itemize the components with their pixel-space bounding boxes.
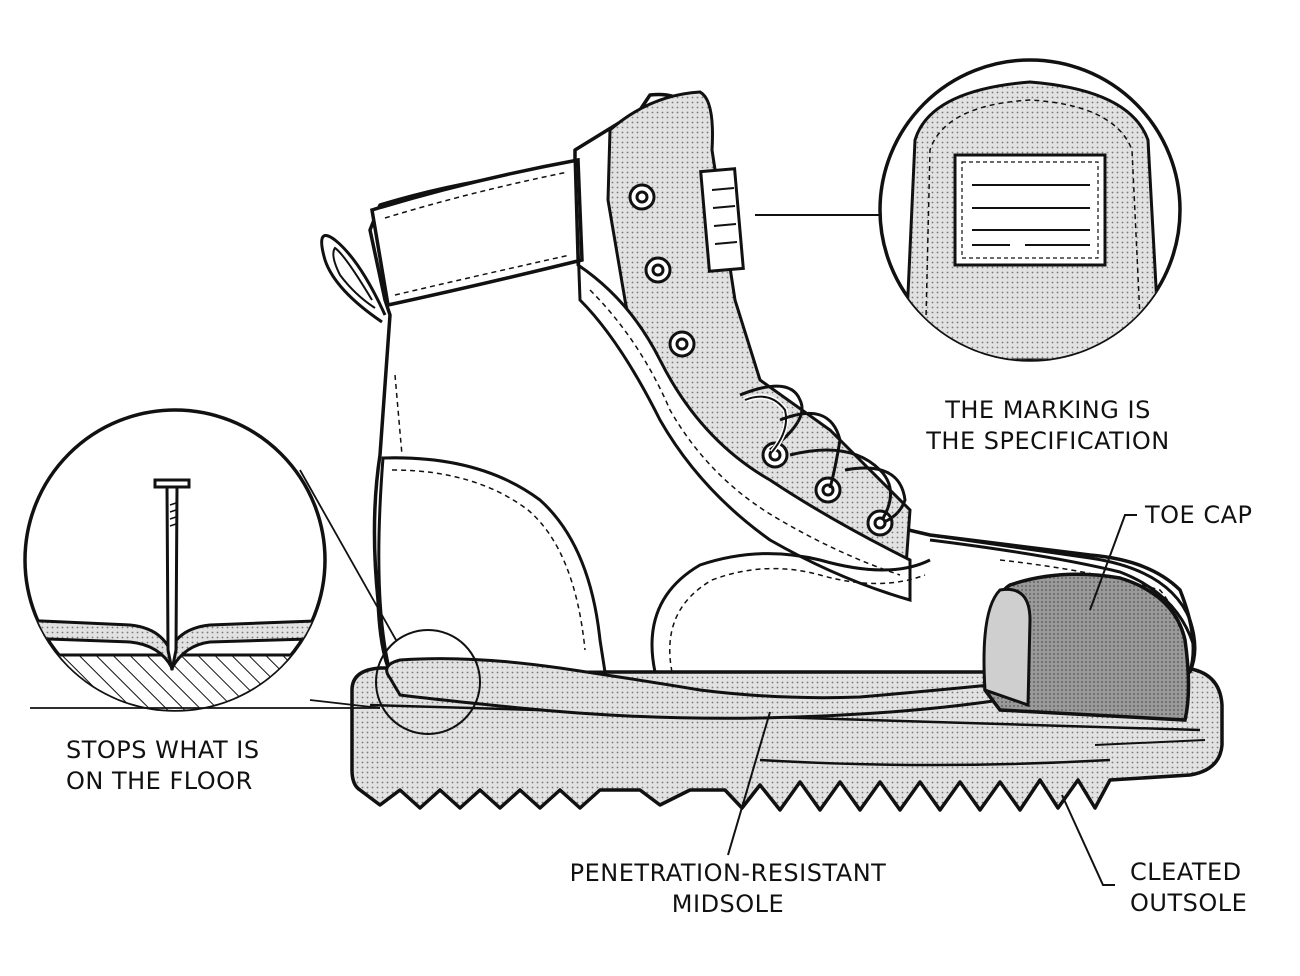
penetration-resistant-midsole: [385, 657, 1003, 720]
label-toe-cap-line1: TOE CAP: [1145, 501, 1253, 529]
label-floor-line1: STOPS WHAT IS: [66, 736, 260, 764]
heel-focus-ring: [30, 469, 481, 735]
label-outsole-line1: CLEATED: [1130, 858, 1242, 886]
label-floor: STOPS WHAT IS ON THE FLOOR: [66, 735, 260, 797]
nail-detail-circle: [23, 408, 327, 712]
label-midsole: PENETRATION-RESISTANT MIDSOLE: [548, 858, 908, 920]
toe-cap: [929, 538, 1197, 722]
label-outsole-line2: OUTSOLE: [1130, 889, 1248, 917]
label-toe-cap: TOE CAP: [1145, 500, 1253, 531]
label-midsole-line1: PENETRATION-RESISTANT: [569, 859, 887, 887]
tag-icon: [699, 167, 745, 273]
label-marking-line2: THE SPECIFICATION: [926, 427, 1170, 455]
eyelets: [628, 183, 894, 537]
label-marking-line1: THE MARKING IS: [945, 396, 1151, 424]
leader-lines: [727, 514, 1137, 886]
label-marking: THE MARKING IS THE SPECIFICATION: [918, 395, 1178, 457]
label-floor-line2: ON THE FLOOR: [66, 767, 253, 795]
boot-upper: [320, 90, 1197, 674]
nail-icon: [153, 478, 191, 671]
label-midsole-line2: MIDSOLE: [671, 890, 785, 918]
laces: [739, 384, 907, 524]
marking-detail-circle: [755, 58, 1182, 362]
label-outsole: CLEATED OUTSOLE: [1130, 857, 1247, 919]
